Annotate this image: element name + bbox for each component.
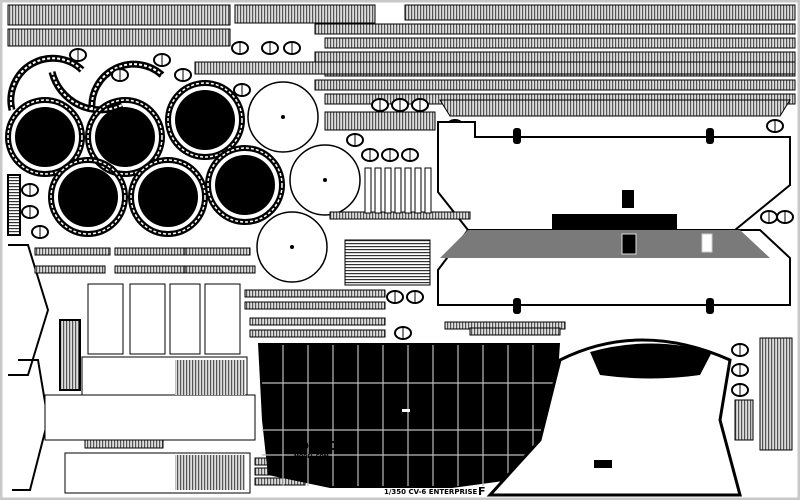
disc bbox=[15, 107, 75, 167]
disc bbox=[95, 107, 155, 167]
right-vertical-parts bbox=[734, 337, 793, 451]
disc-ring-holes bbox=[130, 159, 206, 235]
disc bbox=[175, 90, 235, 150]
vertical-bar-part bbox=[394, 167, 402, 214]
deck-plate bbox=[437, 121, 791, 314]
brand-logo: PONTOS MODEL.COM bbox=[290, 439, 346, 460]
ladder-parts bbox=[87, 283, 241, 355]
hangar-grid-plate bbox=[258, 343, 560, 488]
funnel-cap-discs bbox=[5, 80, 285, 237]
top-left-strips bbox=[7, 4, 231, 47]
railing-strip bbox=[324, 111, 436, 131]
bar-part bbox=[249, 329, 386, 338]
elevator-arch-part bbox=[486, 338, 742, 497]
center-hole bbox=[281, 115, 285, 119]
vertical-bar-part bbox=[414, 167, 422, 214]
bottom-left-plates bbox=[44, 356, 256, 494]
bar-part bbox=[184, 247, 251, 256]
center-hole bbox=[323, 178, 327, 182]
railing-strip bbox=[314, 51, 796, 63]
half-etch-band bbox=[440, 230, 770, 258]
vertical-bar-part bbox=[374, 167, 382, 214]
brand-site: MODEL.COM bbox=[294, 454, 329, 460]
disc-ring-holes bbox=[7, 99, 83, 175]
disc-ring-holes bbox=[50, 159, 126, 235]
vertical-bar-part bbox=[364, 167, 372, 214]
railing-strip bbox=[314, 79, 796, 91]
bar-part bbox=[114, 247, 186, 256]
vertical-bar-part bbox=[424, 167, 432, 214]
top-right-railing-rows bbox=[194, 4, 796, 131]
disc-ring-holes bbox=[207, 147, 283, 223]
disc-ring-holes bbox=[87, 99, 163, 175]
bar-part bbox=[249, 317, 386, 326]
left-strips bbox=[7, 174, 81, 491]
brand-name: PONTOS bbox=[290, 439, 346, 453]
bar-part bbox=[114, 265, 186, 274]
railing-strip bbox=[404, 4, 796, 21]
center-hole bbox=[290, 245, 294, 249]
vertical-bar-part bbox=[404, 167, 412, 214]
bar-part bbox=[244, 289, 386, 298]
sheet-title: 1/350 CV-6 ENTERPRISE bbox=[384, 488, 477, 496]
arch-parts-inner bbox=[9, 57, 163, 111]
disc bbox=[215, 155, 275, 215]
plain-discs bbox=[247, 81, 361, 283]
bar-part bbox=[244, 301, 386, 310]
railing-strip bbox=[234, 4, 376, 24]
railing-strip bbox=[439, 99, 791, 117]
bar-part bbox=[469, 327, 561, 336]
bar-part bbox=[34, 247, 111, 256]
railing-strip bbox=[314, 23, 796, 35]
disc bbox=[138, 167, 198, 227]
grid-mark bbox=[402, 409, 410, 412]
disc bbox=[58, 167, 118, 227]
railing-strip bbox=[324, 37, 796, 49]
fret-letter: F bbox=[478, 485, 486, 498]
railing-strip bbox=[194, 61, 796, 75]
vertical-bar-part bbox=[384, 167, 392, 214]
bar-part bbox=[184, 265, 256, 274]
grille-part bbox=[344, 239, 431, 286]
disc-ring-holes bbox=[167, 82, 243, 158]
bar-part bbox=[34, 265, 106, 274]
